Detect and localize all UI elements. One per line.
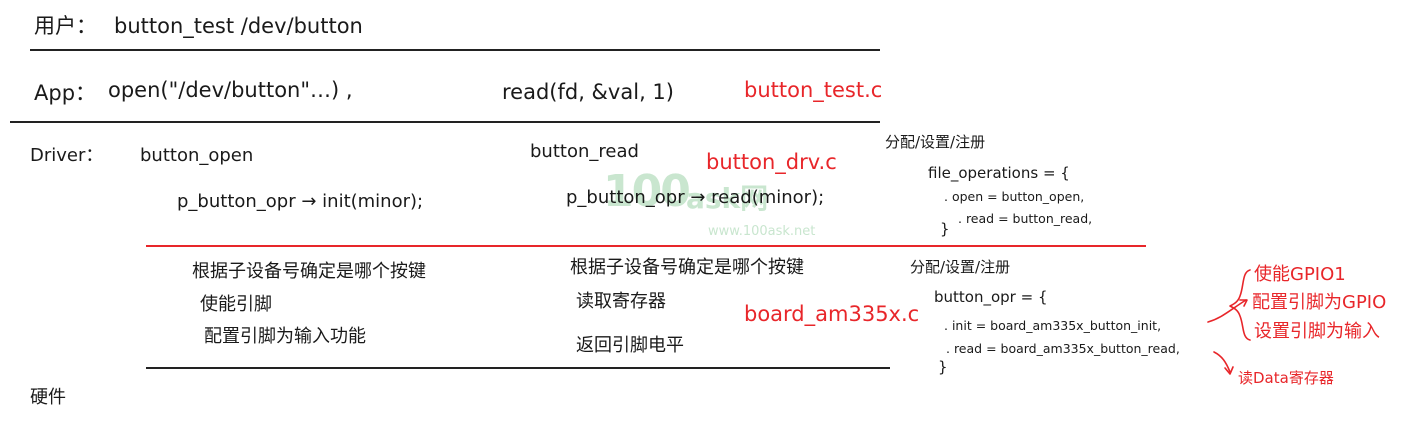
driver-open-fn: button_open [140, 145, 254, 166]
init-arrow-head [1239, 299, 1248, 307]
read-arrow-head [1224, 366, 1234, 375]
watermark-cn: ask网 [686, 182, 769, 215]
watermark-logo: 100 [603, 166, 691, 217]
board-read-line-3: 返回引脚电平 [576, 335, 684, 356]
driver-read-call: p_button_opr → read(minor); [566, 187, 825, 208]
divider-board-hardware [146, 367, 890, 369]
divider-driver-board [146, 245, 1146, 247]
user-command: button_test /dev/button [114, 14, 363, 38]
read-note-data-register: 读Data寄存器 [1238, 369, 1334, 387]
board-file-name: board_am335x.c [744, 302, 920, 326]
board-init-line-2: 使能引脚 [200, 294, 272, 315]
driver-struct-line-read: . read = button_read, [958, 211, 1093, 226]
driver-note-title: 分配/设置/注册 [885, 133, 986, 151]
board-struct-line-init: . init = board_am335x_button_init, [944, 318, 1162, 333]
driver-struct-head: file_operations = { [928, 164, 1070, 182]
app-read-call: read(fd, &val, 1) [502, 80, 674, 104]
divider-app-driver [10, 121, 880, 123]
board-struct-end: } [938, 358, 948, 376]
board-read-line-1: 根据子设备号确定是哪个按键 [570, 257, 804, 278]
driver-struct-end: } [940, 220, 950, 238]
app-open-call: open("/dev/button"…) , [108, 78, 353, 102]
board-struct-head: button_opr = { [934, 288, 1048, 306]
init-notes-brace [1229, 269, 1251, 341]
board-struct-line-read: . read = board_am335x_button_read, [946, 341, 1180, 356]
hardware-label: 硬件 [30, 387, 66, 408]
init-note-set-input: 设置引脚为输入 [1254, 321, 1380, 342]
divider-user-app [30, 49, 880, 51]
watermark-url: www.100ask.net [708, 224, 816, 239]
init-note-enable-gpio: 使能GPIO1 [1254, 264, 1346, 285]
driver-struct-line-open: . open = button_open, [944, 189, 1085, 204]
board-init-line-3: 配置引脚为输入功能 [204, 326, 366, 347]
driver-file-name: button_drv.c [706, 150, 837, 174]
init-note-config-gpio: 配置引脚为GPIO [1252, 292, 1387, 313]
init-arrow-line [1207, 299, 1247, 323]
user-label: 用户： [34, 14, 97, 38]
board-read-line-2: 读取寄存器 [576, 291, 666, 312]
read-arrow-line [1213, 351, 1231, 373]
driver-label: Driver： [30, 145, 104, 166]
board-note-title: 分配/设置/注册 [910, 258, 1011, 276]
app-file-name: button_test.c [744, 78, 883, 102]
driver-read-fn: button_read [530, 141, 639, 162]
app-label: App： [34, 81, 97, 105]
board-init-line-1: 根据子设备号确定是哪个按键 [192, 261, 426, 282]
driver-open-call: p_button_opr → init(minor); [177, 191, 424, 212]
